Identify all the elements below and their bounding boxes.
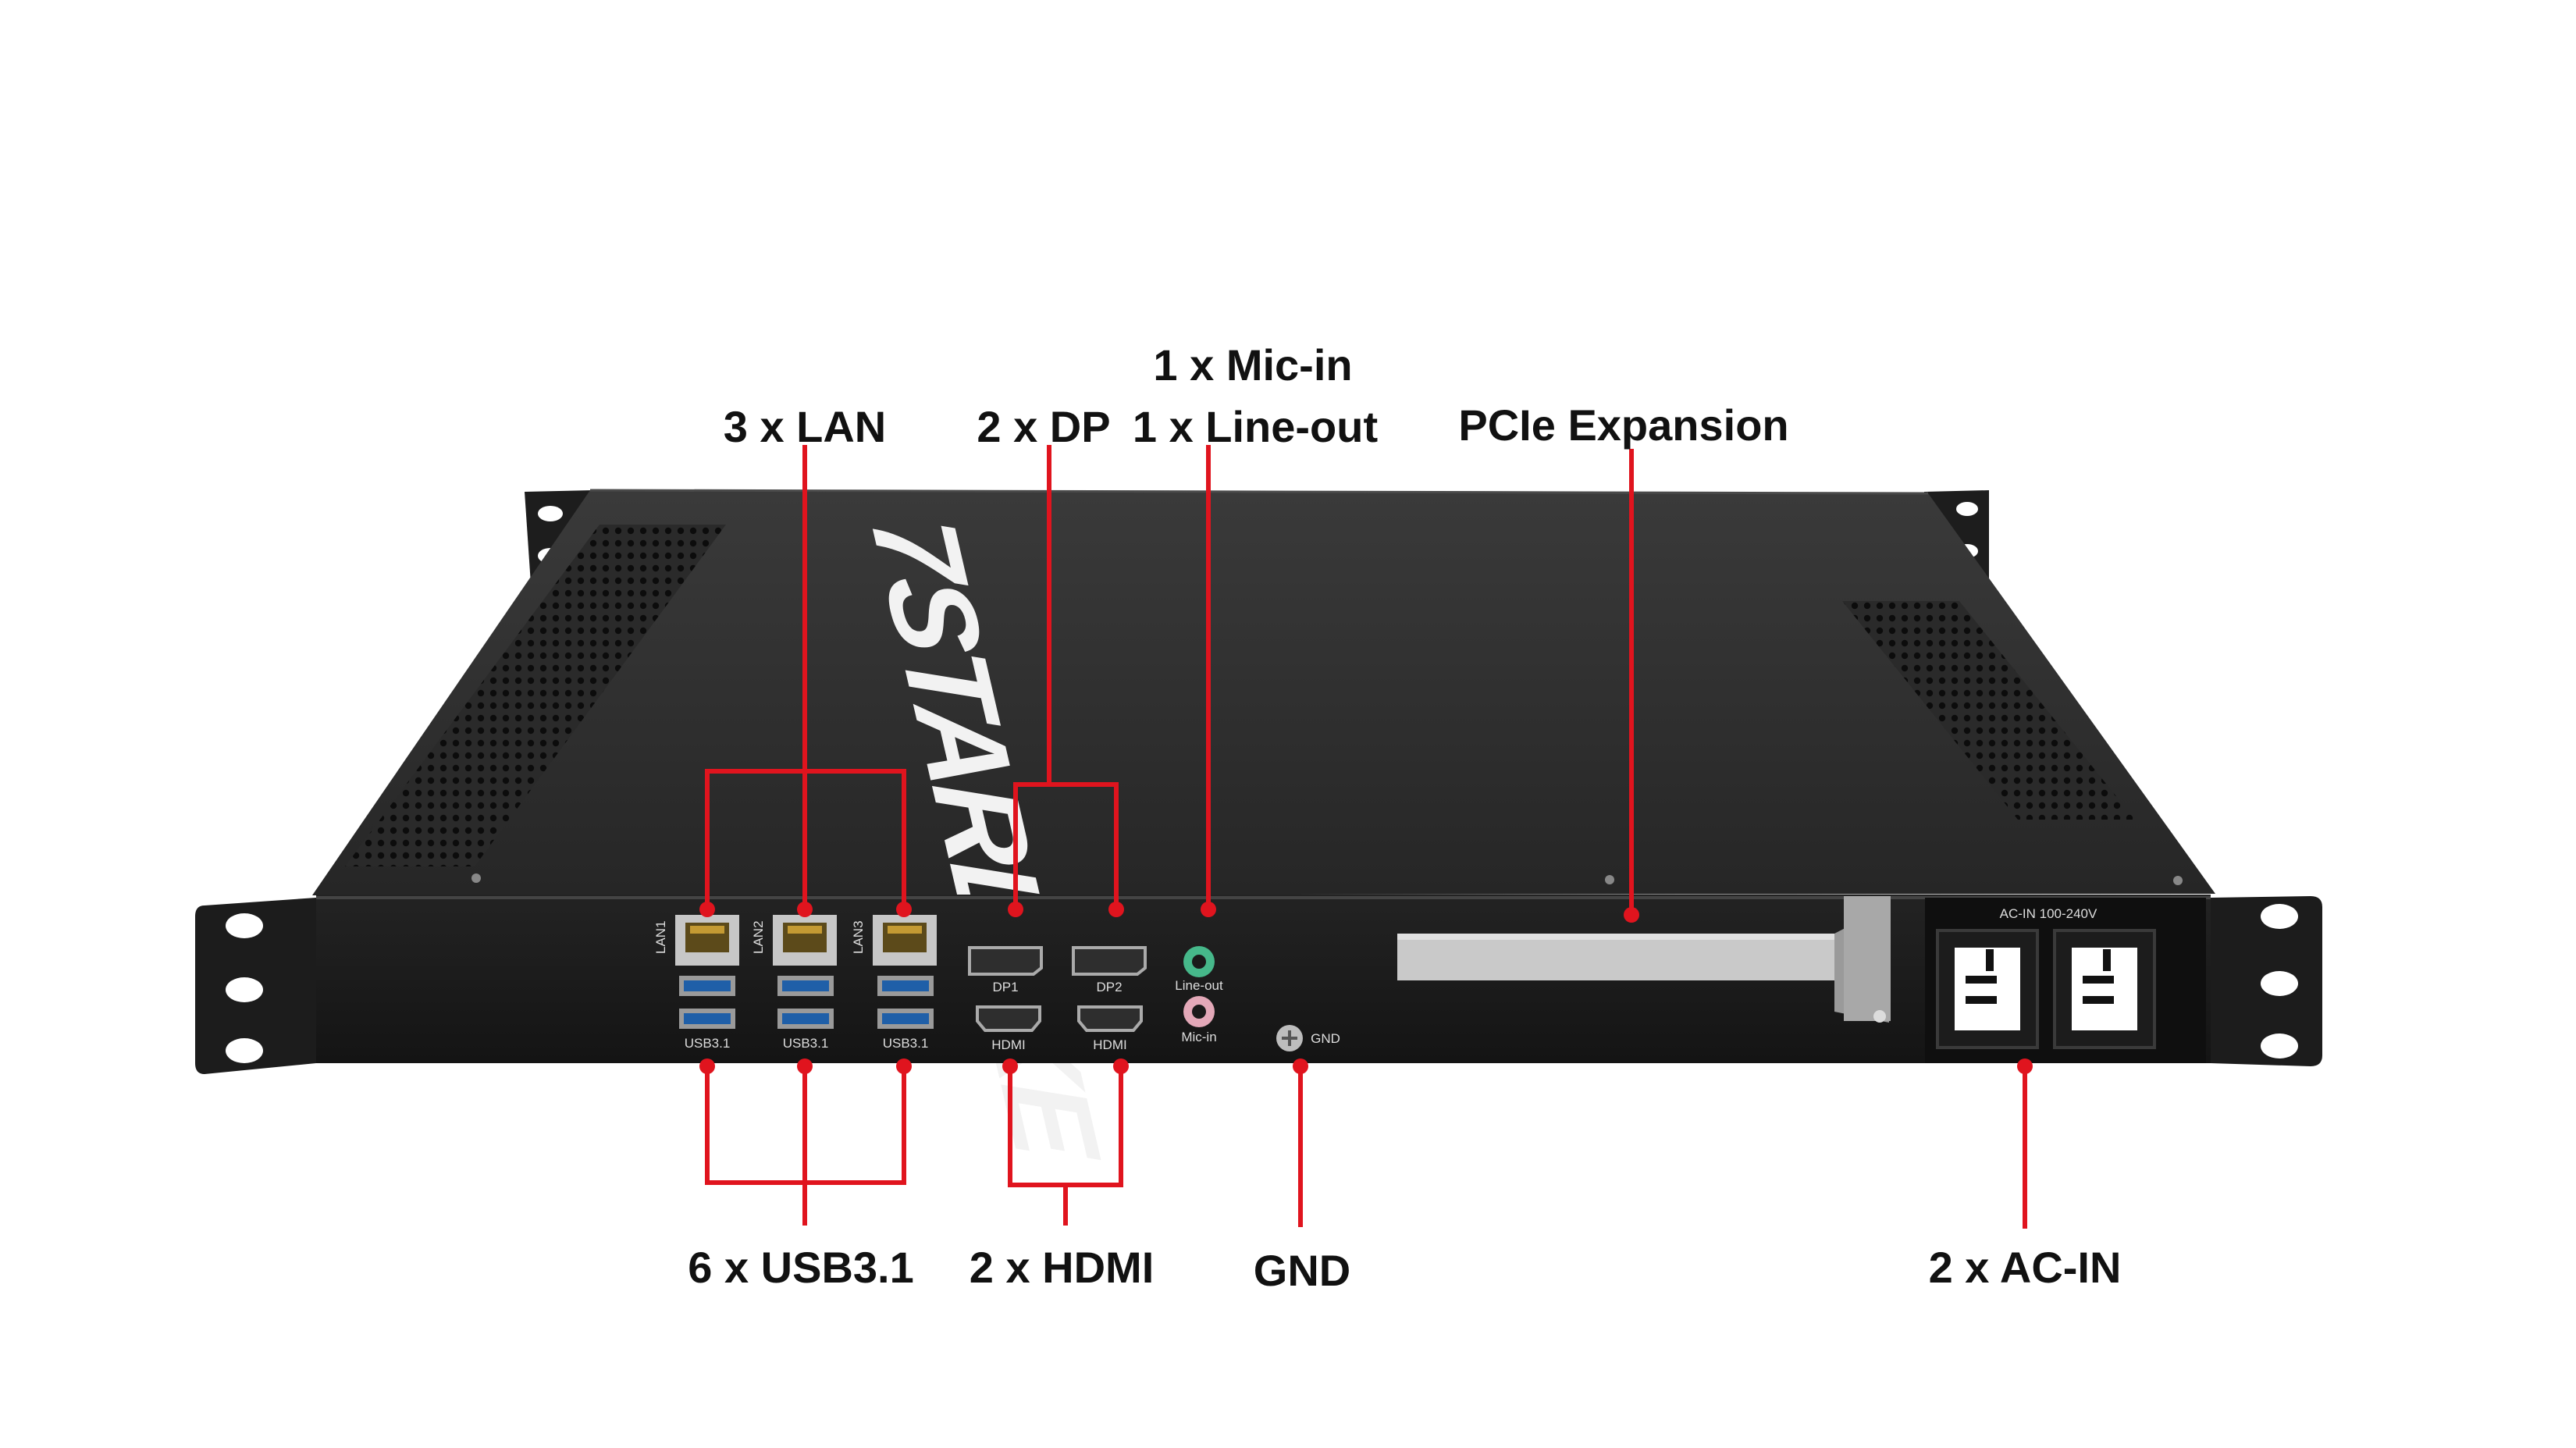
- panel-label-hdmi2: HDMI: [1093, 1037, 1126, 1052]
- callout-lines: [705, 445, 2027, 1229]
- chassis-top-cover: [312, 490, 2215, 895]
- panel-label-line-out: Line-out: [1175, 978, 1223, 993]
- gnd-screw: [1276, 1025, 1303, 1051]
- dp-port-2: [1072, 946, 1147, 976]
- usb-port-group-1: [679, 976, 735, 1029]
- hdmi-port-2: [1077, 1005, 1143, 1032]
- callout-hdmi: 2 x HDMI: [969, 1243, 1155, 1292]
- front-left-ear: [195, 898, 316, 1074]
- callout-dp: 2 x DP: [977, 402, 1111, 451]
- panel-label-ac-in: AC-IN 100-240V: [2000, 906, 2097, 921]
- panel-label-lan3: LAN3: [851, 920, 866, 954]
- usb-port-group-2: [777, 976, 834, 1029]
- panel-label-usb2: USB3.1: [783, 1036, 829, 1051]
- right-vent-grille: [1842, 601, 2135, 820]
- panel-label-usb1: USB3.1: [685, 1036, 731, 1051]
- panel-label-gnd: GND: [1311, 1031, 1340, 1046]
- panel-label-dp2: DP2: [1096, 980, 1122, 994]
- panel-label-mic-in: Mic-in: [1181, 1030, 1216, 1044]
- left-vent-grille: [345, 525, 726, 866]
- power-supply-module: [1925, 898, 2206, 1063]
- dp-bracket: [1013, 782, 1119, 909]
- panel-label-hdmi1: HDMI: [991, 1037, 1025, 1052]
- panel-label-lan2: LAN2: [751, 920, 766, 954]
- callout-usb: 6 x USB3.1: [688, 1243, 914, 1292]
- panel-label-usb3: USB3.1: [883, 1036, 929, 1051]
- line-out-jack: [1183, 946, 1215, 977]
- callout-pcie: PCIe Expansion: [1458, 400, 1789, 450]
- hdmi-port-1: [976, 1005, 1041, 1032]
- lan-port-2: [773, 915, 837, 966]
- mic-in-jack: [1183, 996, 1215, 1027]
- callout-lan: 3 x LAN: [723, 402, 887, 451]
- lan-bracket: [705, 769, 906, 909]
- usb-port-group-3: [877, 976, 934, 1029]
- lan-port-3: [873, 915, 937, 966]
- front-right-ear: [2211, 896, 2322, 1066]
- panel-label-dp1: DP1: [992, 980, 1018, 994]
- callout-ac-in: 2 x AC-IN: [1928, 1243, 2122, 1292]
- dp-port-1: [968, 946, 1043, 976]
- callout-gnd: GND: [1253, 1246, 1351, 1295]
- panel-label-lan1: LAN1: [653, 920, 668, 954]
- callout-dots: [699, 902, 2033, 1074]
- callout-mic-in: 1 x Mic-in: [1153, 340, 1353, 390]
- pcie-slot: [1397, 896, 1891, 1023]
- lan-port-1: [675, 915, 739, 966]
- callout-line-out: 1 x Line-out: [1132, 402, 1379, 451]
